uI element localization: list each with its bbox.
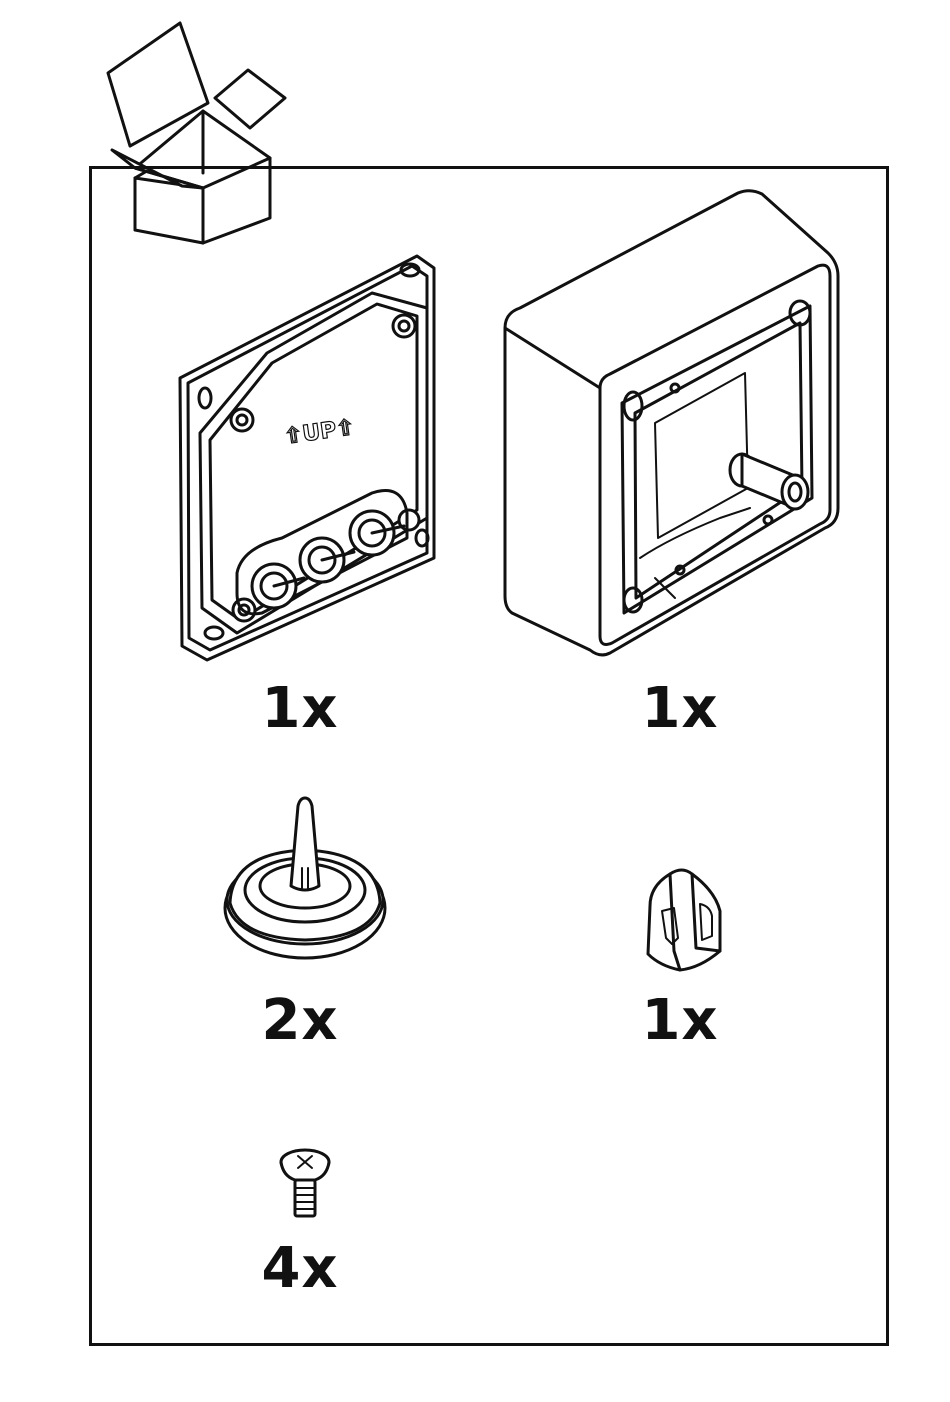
- cable-gland-seal-icon: [220, 798, 390, 963]
- cable-clip-quantity: 1x: [610, 988, 750, 1053]
- mounting-housing-icon: [500, 188, 840, 658]
- screw-icon: [278, 1148, 332, 1220]
- screw-quantity: 4x: [230, 1236, 370, 1301]
- back-plate-quantity: 1x: [230, 676, 370, 741]
- cable-gland-quantity: 2x: [230, 988, 370, 1053]
- cable-clip-icon: [640, 866, 725, 976]
- back-plate-with-glands-icon: ⇧UP⇧: [172, 248, 442, 668]
- housing-quantity: 1x: [610, 676, 750, 741]
